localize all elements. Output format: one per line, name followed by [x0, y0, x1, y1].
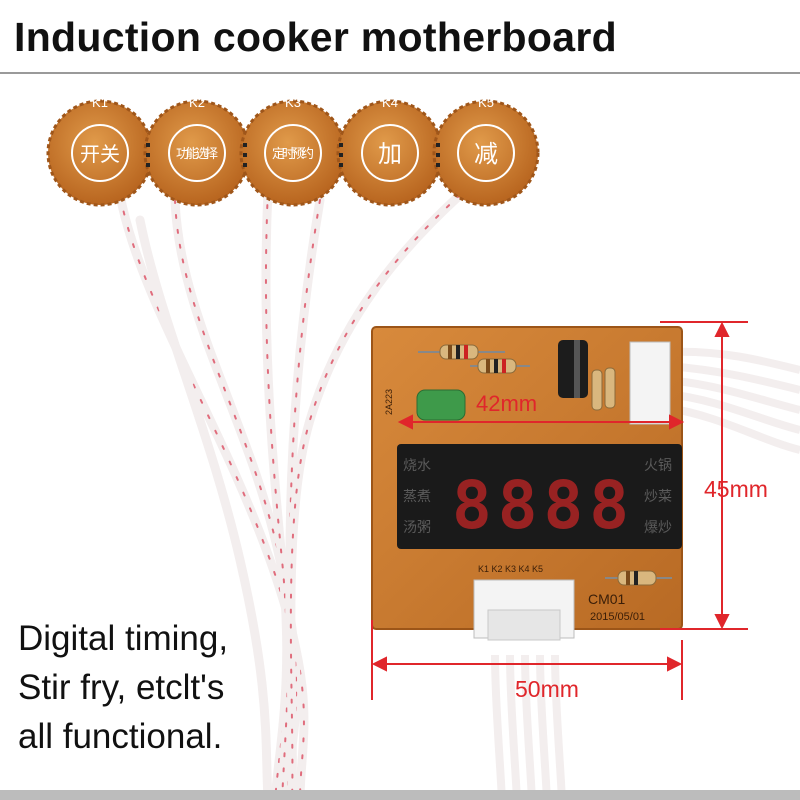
- key-label: 加: [378, 140, 402, 168]
- dimension-50mm: [371, 620, 683, 700]
- resistor-icon: [605, 570, 672, 586]
- ribbon-cable-right: [667, 347, 800, 454]
- key-pods: K1 开关 K2 功能选择 K3 定时预约 K4 加 K5 减: [46, 95, 540, 207]
- dimension-label-45mm: 45mm: [704, 476, 768, 502]
- seven-segment-digits: 8888: [452, 467, 635, 544]
- film-capacitor-icon: [416, 389, 466, 421]
- key-id: K4: [382, 95, 398, 110]
- resistor-icon: [418, 344, 505, 360]
- dimension-45mm: [660, 321, 748, 630]
- caption-line: all functional.: [18, 717, 223, 756]
- pcb-board: 2A223 烧水 蒸煮 汤粥 火锅 炒菜 爆炒 8888 K1 K2 K3 K4…: [371, 326, 683, 641]
- mode-label-left-3: 汤粥: [403, 519, 431, 535]
- dimension-42mm: [397, 414, 685, 430]
- mode-label-left-1: 烧水: [403, 457, 431, 473]
- key-k3-button: K3 定时预约: [239, 95, 347, 207]
- board-model: CM01: [588, 591, 626, 607]
- caption-line: Digital timing,: [18, 619, 229, 658]
- key-label: 功能选择: [176, 147, 218, 162]
- footer-strip: [0, 790, 800, 800]
- headline-divider: [0, 72, 800, 74]
- dimension-label-42mm: 42mm: [476, 391, 538, 416]
- feature-caption: Digital timing, Stir fry, etclt's all fu…: [18, 614, 228, 761]
- mode-label-right-1: 火锅: [644, 457, 672, 473]
- dimension-label-50mm: 50mm: [515, 676, 579, 702]
- resistor-icon: [591, 367, 616, 411]
- key-label: 定时预约: [272, 147, 314, 162]
- key-label: 减: [474, 140, 498, 168]
- key-id: K1: [92, 95, 108, 110]
- mode-label-left-2: 蒸煮: [403, 488, 431, 504]
- led-display: [397, 444, 682, 549]
- board-date: 2015/05/01: [590, 611, 645, 623]
- headline: Induction cooker motherboard: [14, 14, 617, 60]
- resistor-icon: [470, 358, 530, 374]
- caption-line: Stir fry, etclt's: [18, 668, 225, 707]
- ribbon-cable-bottom: [491, 654, 566, 800]
- pod-joint-dots: [146, 143, 440, 167]
- capacitor-mark: 2A223: [384, 389, 394, 415]
- key-label: 开关: [80, 142, 120, 166]
- key-k2-button: K2 功能选择: [143, 95, 251, 207]
- key-k4-button: K4 加: [336, 95, 444, 207]
- mode-label-right-3: 爆炒: [644, 519, 672, 535]
- mode-label-right-2: 炒菜: [644, 488, 672, 504]
- key-k5-button: K5 减: [432, 95, 540, 207]
- ribbon-cable-left: [115, 185, 465, 800]
- connector-pin-labels: K1 K2 K3 K4 K5: [478, 564, 543, 574]
- key-id: K5: [478, 95, 494, 110]
- connector-right: [629, 341, 671, 425]
- key-id: K2: [189, 95, 205, 110]
- key-id: K3: [285, 95, 301, 110]
- key-k1-button: K1 开关: [46, 95, 154, 207]
- capacitor-icon: [558, 340, 588, 398]
